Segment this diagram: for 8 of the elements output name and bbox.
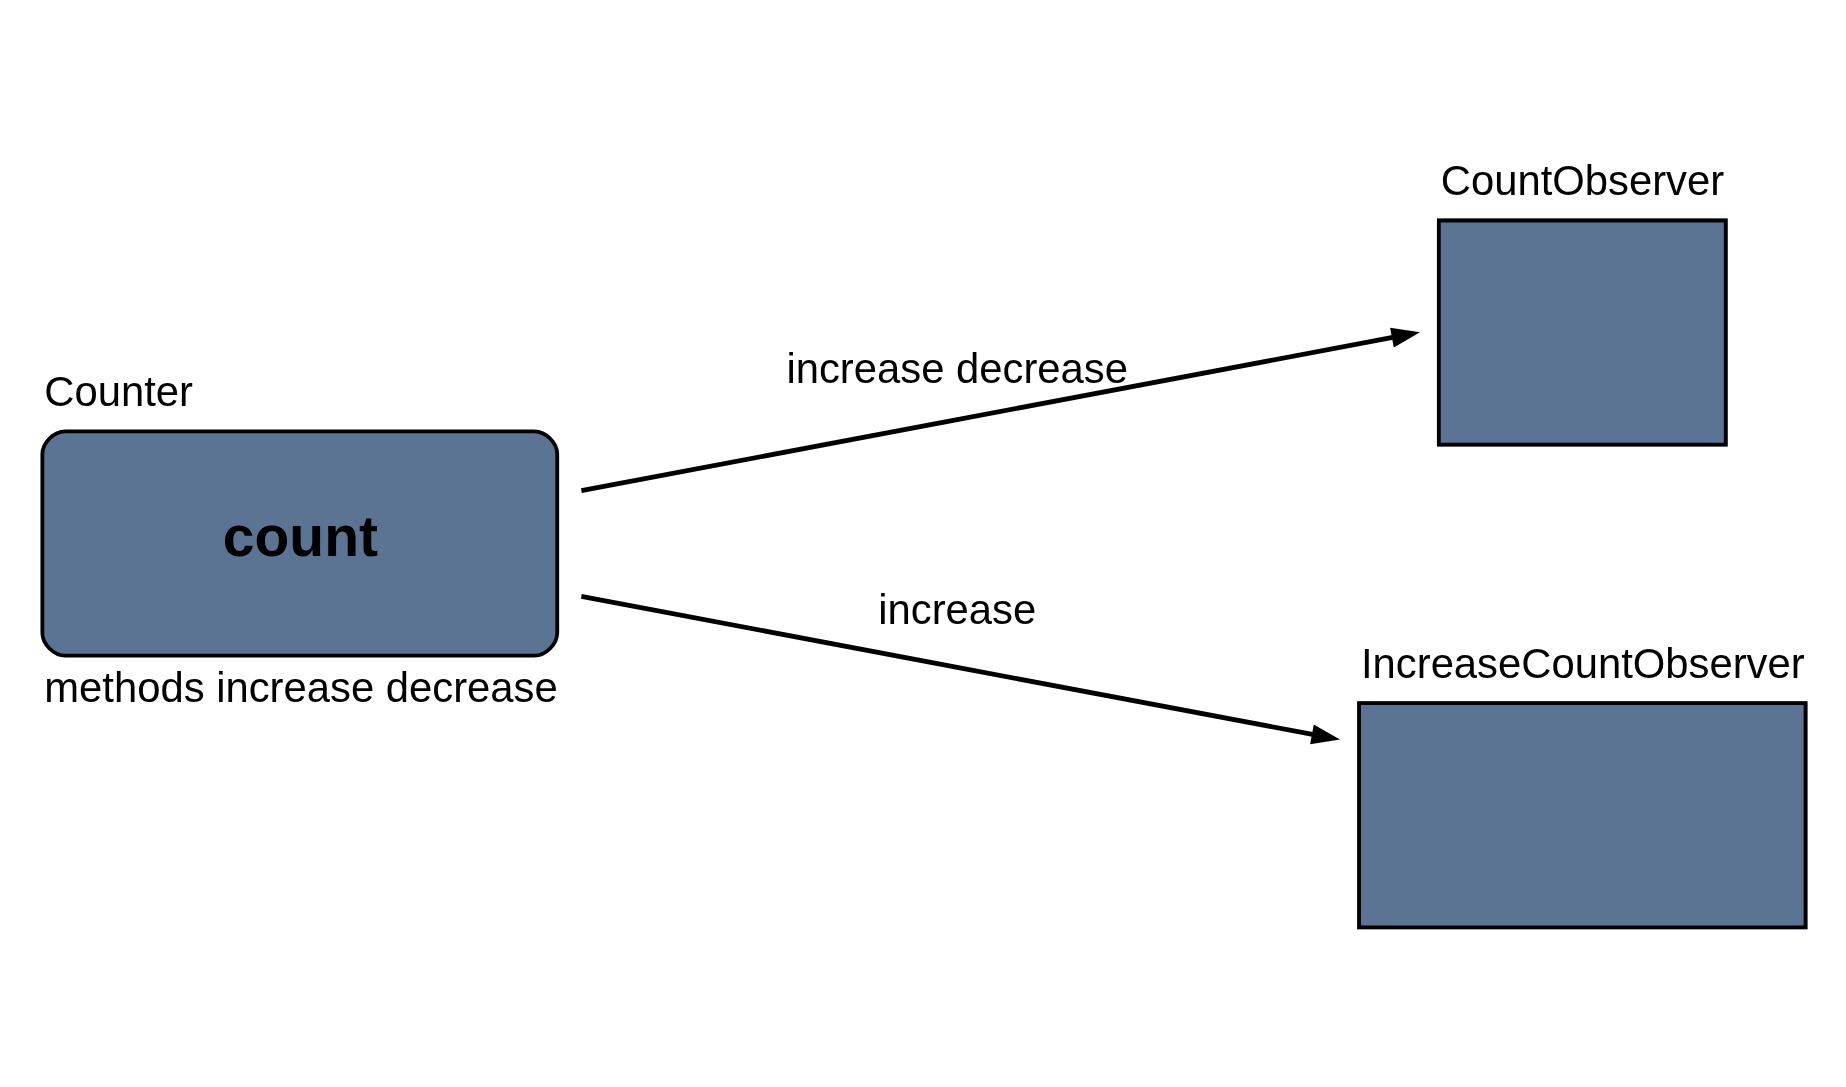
node-label: CountObserver — [1440, 157, 1725, 205]
edge-label: increase — [878, 586, 1037, 634]
arrow — [580, 594, 1340, 745]
node-label: methods increase decrease — [44, 664, 558, 712]
node-label: Counter — [44, 367, 193, 415]
edge-label: increase decrease — [786, 345, 1128, 393]
node-label: IncreaseCountObserver — [1360, 639, 1805, 687]
arrow — [580, 327, 1420, 493]
